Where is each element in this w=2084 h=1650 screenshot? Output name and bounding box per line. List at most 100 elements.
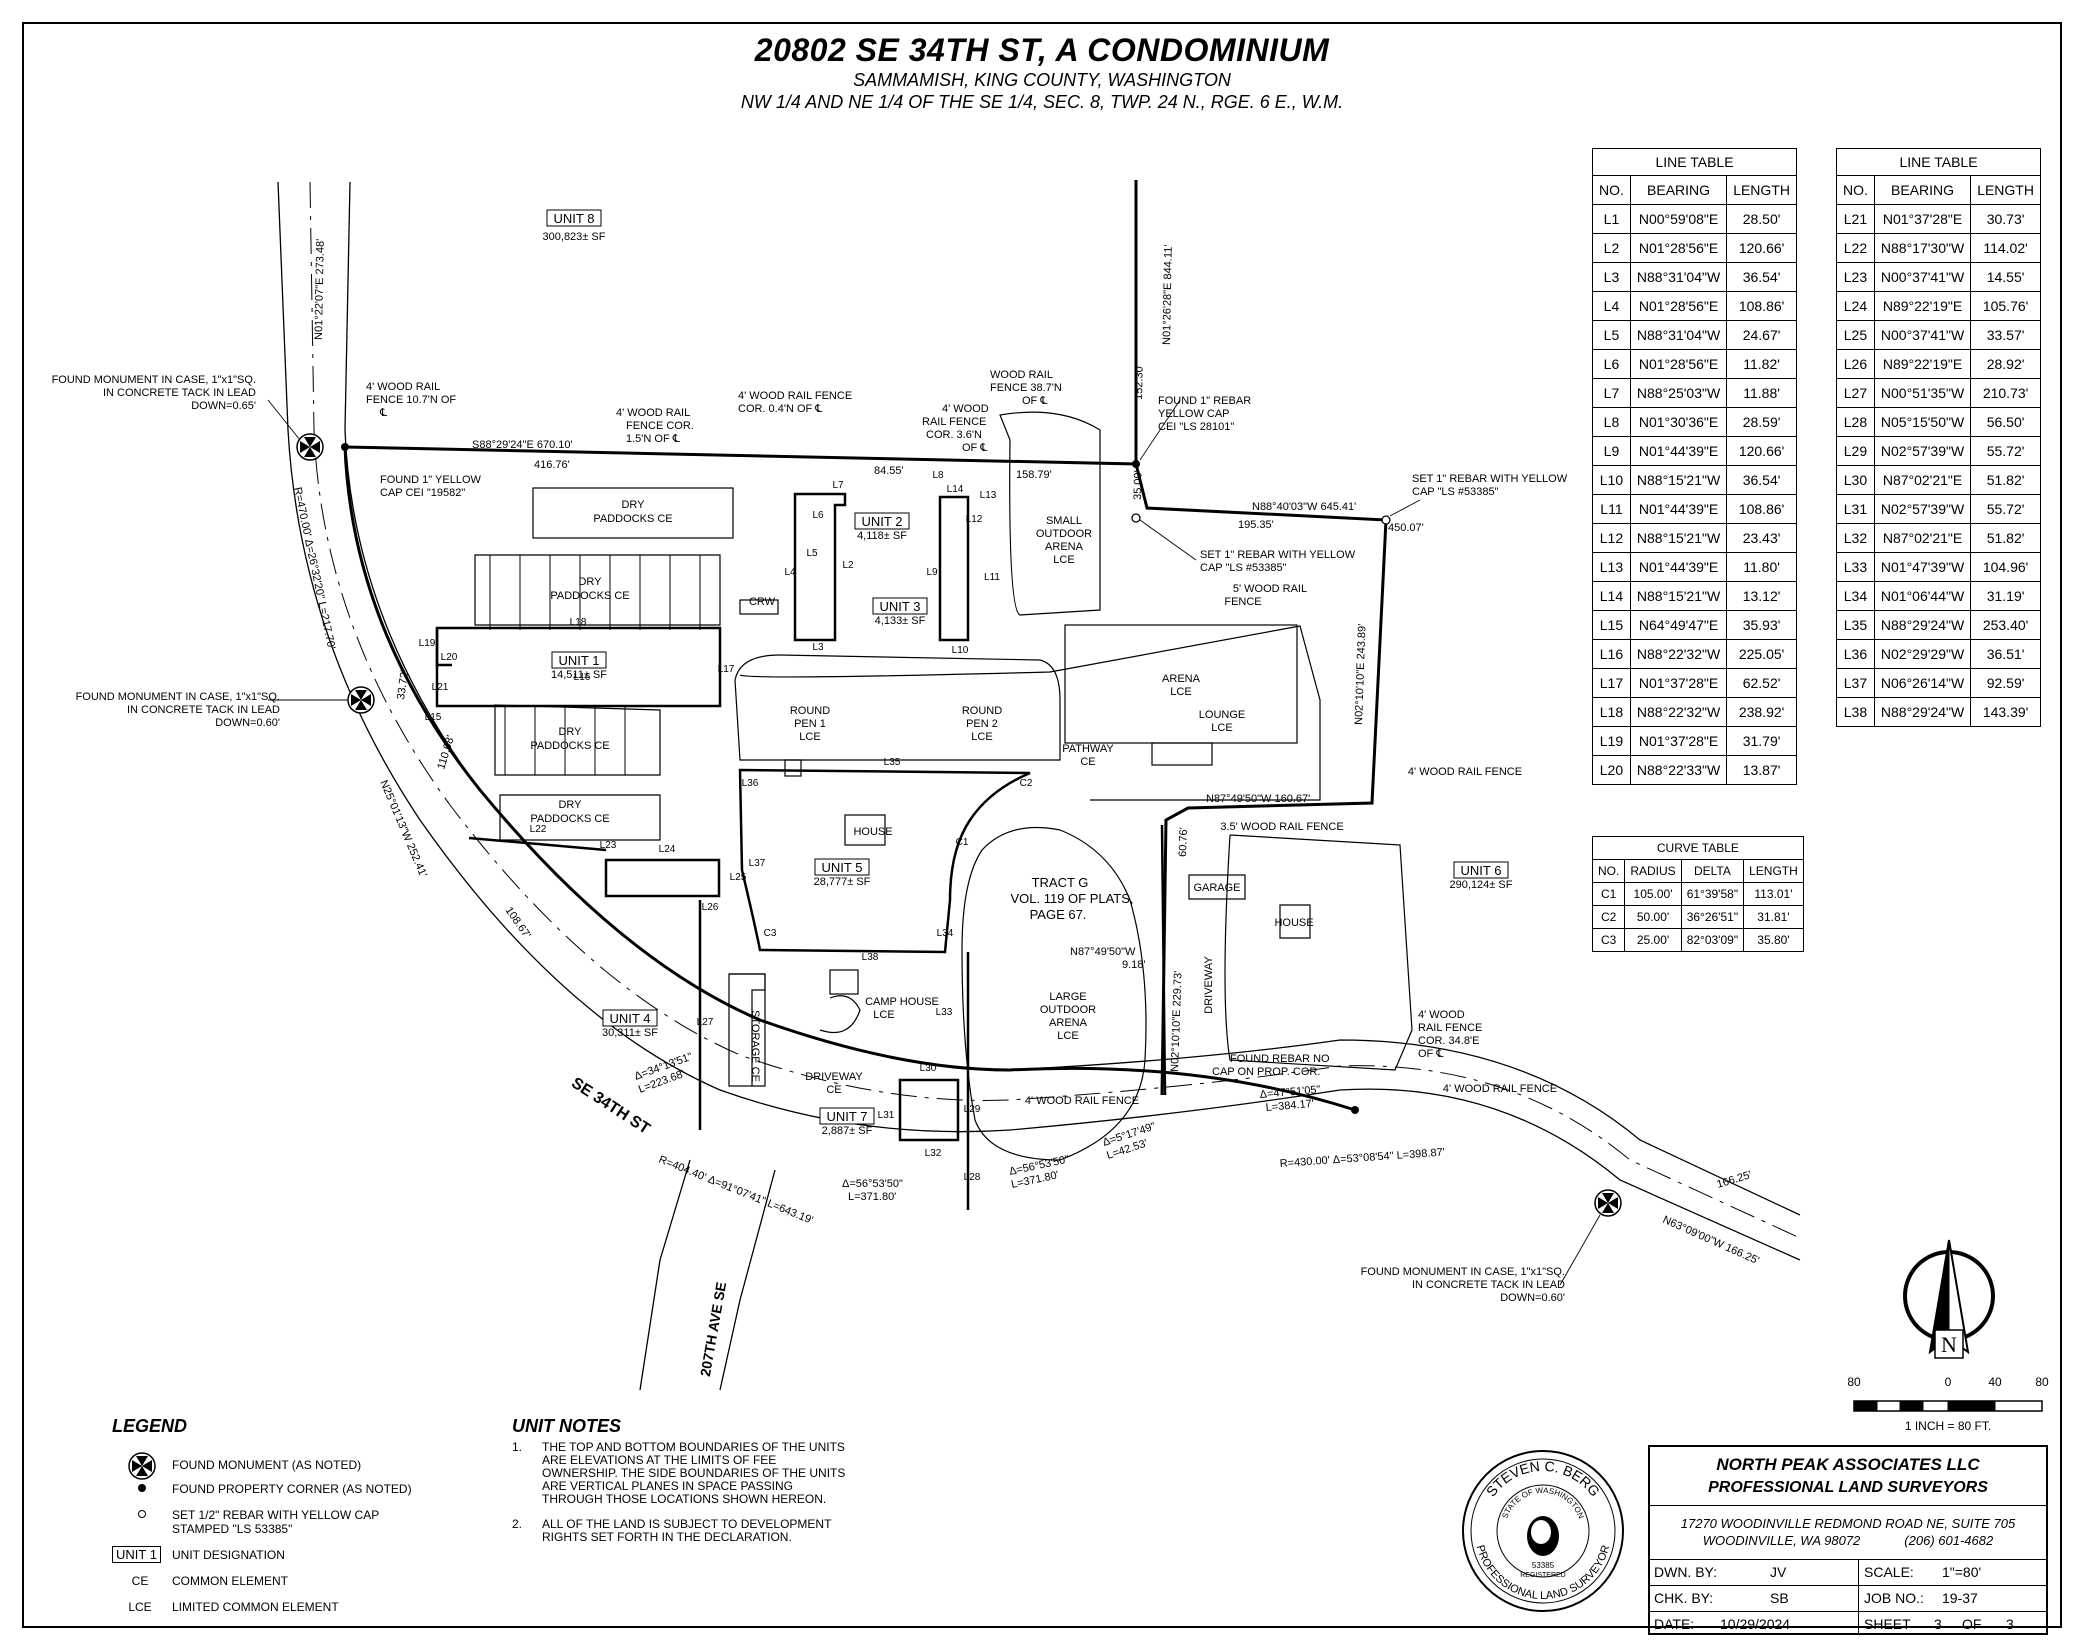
svg-text:35.00': 35.00' — [1132, 470, 1145, 500]
svg-text:OF ℄: OF ℄ — [962, 442, 987, 454]
legend-ce-symbol: CE — [131, 1574, 149, 1588]
svg-text:FOUND REBAR NO: FOUND REBAR NO — [1230, 1053, 1330, 1065]
north-letter: N — [1941, 1332, 1957, 1357]
curve-table-cell: 25.00' — [1624, 928, 1682, 952]
svg-text:DOWN=0.60': DOWN=0.60' — [1500, 1292, 1565, 1304]
unit-notes: UNIT NOTES 1. THE TOP AND BOTTOM BOUNDAR… — [512, 1416, 852, 1544]
job-no: 19-37 — [1942, 1590, 1978, 1606]
svg-text:80: 80 — [1847, 1375, 1861, 1389]
garage-label: GARAGE — [1193, 882, 1240, 894]
camp-house-b: LCE — [873, 1009, 894, 1021]
line-table-1-col: LENGTH — [1726, 175, 1797, 205]
line-table-1-cell: 120.66' — [1726, 233, 1797, 263]
svg-text:N02°10'10"E 229.73': N02°10'10"E 229.73' — [1169, 971, 1185, 1073]
large-arena-d: LCE — [1057, 1030, 1078, 1042]
svg-text:L4: L4 — [784, 567, 796, 578]
line-table-2-cell: N88°29'24"W — [1873, 697, 1972, 727]
svg-text:IN CONCRETE TACK IN LEAD: IN CONCRETE TACK IN LEAD — [127, 704, 280, 716]
line-table-2-cell: N87°02'21"E — [1873, 523, 1972, 553]
unit-8-name: UNIT 8 — [554, 211, 595, 226]
svg-text:L10: L10 — [952, 645, 969, 656]
line-table-2-cell: 30.73' — [1970, 204, 2041, 234]
svg-text:L2: L2 — [842, 560, 854, 571]
curve-table-cell: 61°39'58" — [1680, 882, 1745, 906]
dry-paddocks-3: DRY — [558, 726, 582, 738]
line-table-2-cell: 51.82' — [1970, 523, 2041, 553]
svg-text:4' WOOD RAIL: 4' WOOD RAIL — [366, 381, 440, 393]
firm-subtitle: PROFESSIONAL LAND SURVEYORS — [1708, 1479, 1988, 1496]
svg-text:L18: L18 — [570, 617, 587, 628]
svg-text:L31: L31 — [878, 1110, 895, 1121]
small-arena-c: ARENA — [1045, 541, 1084, 553]
svg-text:RAIL FENCE: RAIL FENCE — [922, 416, 986, 428]
line-table-2-cell: N89°22'19"E — [1873, 291, 1972, 321]
line-table-1-cell: L9 — [1592, 436, 1631, 466]
svg-text:195.35': 195.35' — [1238, 519, 1274, 531]
svg-text:R=430.00' Δ=53°08'54" L=398.: R=430.00' Δ=53°08'54" L=398.87' — [1279, 1146, 1445, 1170]
svg-text:L30: L30 — [920, 1063, 937, 1074]
svg-text:152.30': 152.30' — [1133, 364, 1146, 400]
svg-text:C2: C2 — [1020, 778, 1033, 789]
unit-7-name: UNIT 7 — [827, 1109, 868, 1124]
unit-4-area: 30,311± SF — [602, 1027, 658, 1039]
line-table-1-cell: N88°15'21"W — [1629, 523, 1728, 553]
svg-text:L13: L13 — [980, 490, 997, 501]
line-table-2-cell: N00°37'41"W — [1873, 262, 1972, 292]
firm-address: 17270 WOODINVILLE REDMOND ROAD NE, SUITE… — [1680, 1516, 2016, 1548]
svg-text:RAIL FENCE: RAIL FENCE — [1418, 1022, 1482, 1034]
svg-text:COR. 34.8'E: COR. 34.8'E — [1418, 1035, 1479, 1047]
svg-text:L34: L34 — [937, 928, 954, 939]
unit-6-name: UNIT 6 — [1461, 863, 1502, 878]
fence-label-large: 4' WOOD RAIL FENCE — [1025, 1095, 1139, 1107]
unit-5-name: UNIT 5 — [822, 860, 863, 875]
line-table-2-cell: 253.40' — [1970, 610, 2041, 640]
line-table-2-cell: 28.92' — [1970, 349, 2041, 379]
legend-item-monument: FOUND MONUMENT (AS NOTED) — [172, 1458, 362, 1472]
line-table-2-cell: 55.72' — [1970, 494, 2041, 524]
line-table-2-cell: L23 — [1836, 262, 1875, 292]
legend-dot-icon — [138, 1484, 146, 1492]
svg-text:4' WOOD: 4' WOOD — [1418, 1009, 1465, 1021]
svg-text:C3: C3 — [764, 928, 777, 939]
line-table-2-cell: 14.55' — [1970, 262, 2041, 292]
curve-table-cell: C3 — [1591, 928, 1626, 952]
line-table-2-cell: N00°51'35"W — [1873, 378, 1972, 408]
unit-5-area: 28,777± SF — [814, 876, 871, 888]
svg-text:L14: L14 — [947, 484, 964, 495]
line-table-1-cell: N88°22'32"W — [1629, 697, 1728, 727]
line-table-1-cell: 11.80' — [1726, 552, 1797, 582]
unit-3-area: 4,133± SF — [875, 615, 926, 627]
svg-text:L21: L21 — [432, 682, 449, 693]
line-table-2-cell: L27 — [1836, 378, 1875, 408]
svg-text:L26: L26 — [702, 902, 719, 913]
unit-2-name: UNIT 2 — [862, 514, 903, 529]
paddocks-ce-4: PADDOCKS CE — [530, 813, 609, 825]
svg-text:FENCE 10.7'N OF: FENCE 10.7'N OF — [366, 394, 456, 406]
svg-text:L8: L8 — [932, 470, 944, 481]
svg-text:416.76': 416.76' — [534, 459, 570, 471]
line-table-1-cell: L20 — [1592, 755, 1631, 785]
line-table-1-cell: 35.93' — [1726, 610, 1797, 640]
line-table-1-cell: N88°15'21"W — [1629, 465, 1728, 495]
tract-g-b: VOL. 119 OF PLATS, — [1010, 891, 1133, 906]
svg-text:N02°10'10"E 243.89': N02°10'10"E 243.89' — [1353, 624, 1369, 726]
svg-text:OF ℄: OF ℄ — [1022, 395, 1047, 407]
svg-text:L33: L33 — [936, 1007, 953, 1018]
drawing-frame — [22, 22, 2062, 1628]
svg-text:SET 1" REBAR WITH YELLOW: SET 1" REBAR WITH YELLOW — [1412, 473, 1568, 485]
fence-label-east: 4' WOOD RAIL FENCE — [1408, 766, 1522, 778]
svg-text:DOWN=0.60': DOWN=0.60' — [215, 717, 280, 729]
